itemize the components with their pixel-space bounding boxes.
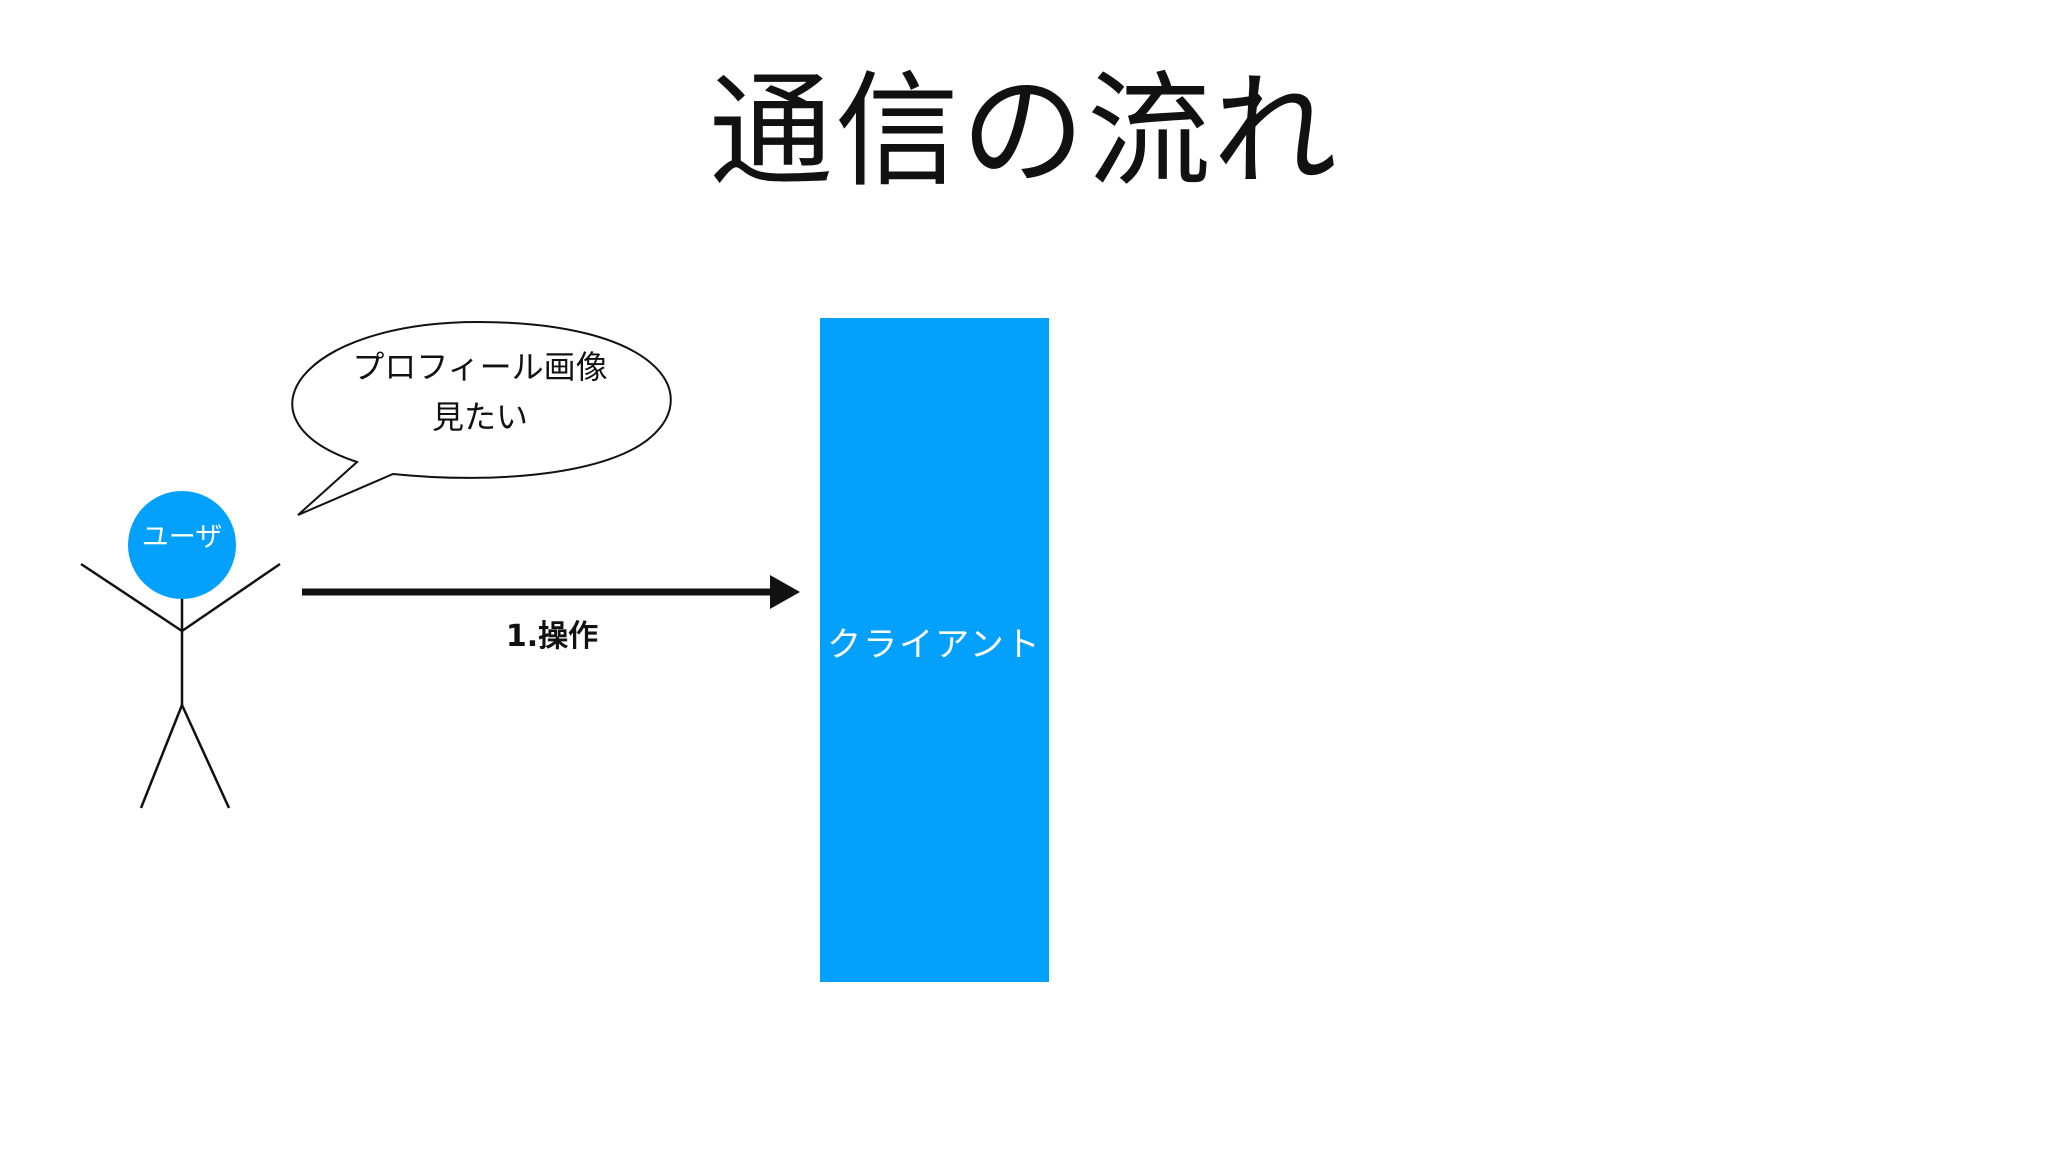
user-right-arm: [181, 562, 281, 633]
speech-bubble: [291, 320, 672, 516]
user-figure: [80, 491, 281, 809]
speech-bubble-line-1: プロフィール画像: [352, 348, 608, 386]
operation-arrow-label: 1.操作: [505, 619, 599, 654]
operation-arrow: [302, 575, 800, 609]
client-label: クライアント: [827, 625, 1042, 665]
slide-title: 通信の流れ: [708, 60, 1339, 204]
arrow-head: [770, 575, 800, 609]
user-head-circle: [128, 491, 236, 599]
speech-bubble-text: プロフィール画像 見たい: [300, 342, 660, 442]
user-left-leg: [139, 704, 184, 809]
user-right-leg: [180, 704, 231, 809]
client-box: クライアント: [820, 318, 1049, 982]
speech-bubble-line-2: 見たい: [431, 398, 528, 436]
user-label: ユーザ: [141, 522, 223, 553]
user-left-arm: [80, 562, 183, 633]
